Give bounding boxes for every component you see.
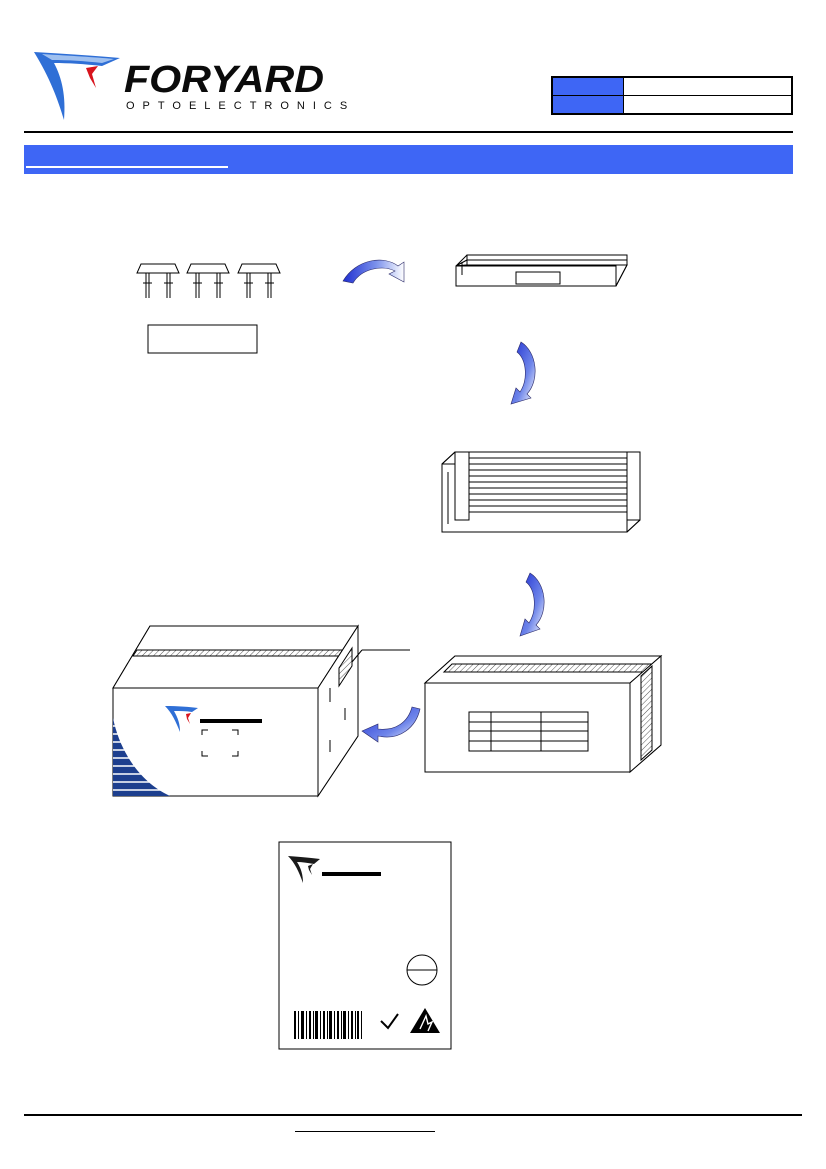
- document-info-table: [551, 76, 793, 115]
- info-row-label: [553, 96, 624, 113]
- arrow-left-icon: [361, 706, 421, 743]
- tube-bundle-icon: [441, 451, 641, 533]
- arrow-down-icon: [510, 341, 536, 405]
- inner-box-label-table: [468, 711, 589, 752]
- info-row-label: [553, 78, 624, 95]
- component-icon: [136, 263, 281, 298]
- brand-tagline: OPTOELECTRONICS: [126, 100, 355, 112]
- carton-icon: [112, 624, 410, 798]
- inner-box-icon: [423, 654, 663, 774]
- component-label-box: [147, 324, 258, 354]
- checkmark-icon: [380, 1013, 399, 1030]
- product-label-card: [278, 841, 452, 1050]
- header-divider: [24, 131, 793, 133]
- footer-divider: [24, 1114, 802, 1116]
- tube-icon: [455, 254, 628, 287]
- info-row: [553, 96, 791, 113]
- carton-logo-icon: [165, 706, 198, 732]
- arrow-right-icon: [342, 259, 405, 284]
- circle-symbol-icon: [406, 954, 438, 986]
- barcode-icon: [294, 1011, 362, 1039]
- label-logo-icon: [288, 856, 320, 883]
- esd-warning-icon: [410, 1008, 440, 1033]
- logo-swoosh-icon: [34, 52, 120, 120]
- section-title-underline: [26, 166, 228, 168]
- company-logo: FORYARD OPTOELECTRONICS: [28, 44, 347, 124]
- footer-link-underline: [295, 1131, 435, 1132]
- brand-name: FORYARD: [124, 59, 324, 101]
- section-title-bar: [24, 145, 793, 174]
- arrow-down-icon: [519, 572, 545, 637]
- info-row: [553, 78, 791, 96]
